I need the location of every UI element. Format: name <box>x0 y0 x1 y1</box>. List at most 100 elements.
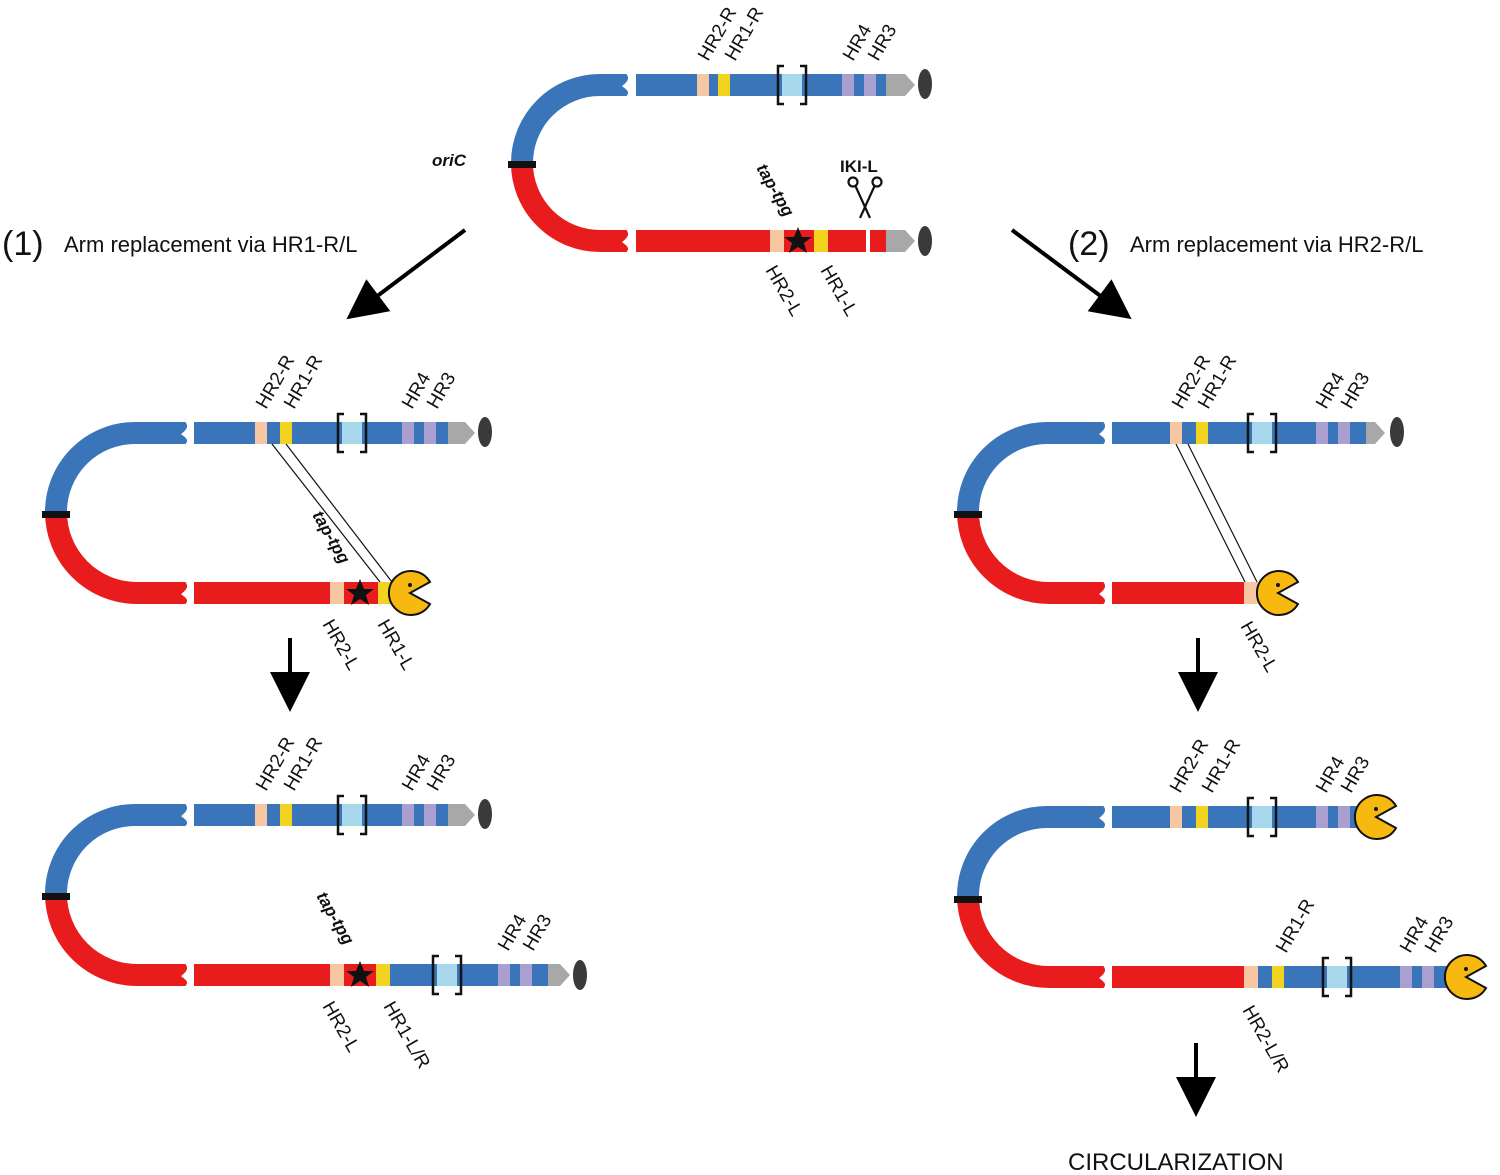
hr2l-band <box>330 964 344 986</box>
arrow-to-step1 <box>346 228 467 320</box>
hr3-band <box>424 422 436 444</box>
hr1lr-band <box>376 964 390 986</box>
bracket-right <box>455 954 463 996</box>
label-hr2l: HR2-L <box>761 262 807 320</box>
oric-marker <box>508 161 536 168</box>
crossover-line <box>271 443 381 583</box>
bracket-left <box>1246 412 1254 454</box>
step1-number: (1) <box>2 225 44 263</box>
step2-text: Arm replacement via HR2-R/L <box>1130 232 1423 257</box>
star-icon <box>346 579 374 605</box>
chromosome-top: oriC HR2-R HR1-R HR4 HR3 tap-tpg IKI-L <box>432 4 932 320</box>
telomere-cap <box>478 417 492 447</box>
label-hr2lr: HR2-L/R <box>1238 1002 1293 1077</box>
bracket-right <box>360 794 368 836</box>
arm-break <box>181 418 193 448</box>
circularization-label: CIRCULARIZATION <box>1068 1149 1284 1175</box>
hr2r-band <box>255 422 267 444</box>
marker-gene-box <box>342 422 362 444</box>
crossover-line <box>1175 443 1246 583</box>
arm-break <box>1099 418 1111 448</box>
label-iki-l: IKI-L <box>840 157 878 176</box>
pacman-eye <box>1374 807 1378 811</box>
label-hr3: HR3 <box>519 911 556 954</box>
hr1r-band <box>1196 422 1208 444</box>
upper-arm-curve <box>45 422 188 513</box>
marker-gene-box <box>782 74 802 96</box>
arm-break <box>181 960 193 990</box>
arm-break <box>1099 578 1111 608</box>
oric-marker <box>42 511 70 518</box>
hr3-band <box>1422 966 1434 988</box>
bracket-left <box>1321 956 1329 998</box>
lower-arm-curve <box>45 893 188 986</box>
arm-break <box>181 578 193 608</box>
hr2lr-band <box>1244 966 1258 988</box>
marker-gene-box <box>1327 966 1347 988</box>
hr2r-band <box>1170 806 1182 828</box>
scissors-icon <box>847 176 883 219</box>
bracket-left <box>776 64 784 106</box>
hr4-band <box>498 964 510 986</box>
bracket-left <box>336 412 344 454</box>
hr2l-band <box>1244 582 1258 604</box>
hr1r-band <box>718 74 730 96</box>
pacman-icon <box>1443 954 1488 1000</box>
chromosome-right-bottom: HR2-R HR1-R HR4 HR3 HR1-R HR4 HR3 HR2-L/… <box>954 736 1488 1077</box>
star-icon <box>346 961 374 987</box>
lower-arm <box>1112 582 1258 604</box>
lower-arm-curve <box>45 511 188 604</box>
gray-end <box>448 804 475 826</box>
marker-gene-box <box>342 804 362 826</box>
iki-site <box>866 230 870 252</box>
hr2r-band <box>697 74 709 96</box>
hr1r-band <box>1272 966 1284 988</box>
hr2l-band <box>330 582 344 604</box>
upper-arm-curve <box>45 804 188 895</box>
telomere-cap <box>918 226 932 256</box>
arm-break <box>622 226 634 256</box>
label-hr3: HR3 <box>423 369 460 412</box>
arm-break <box>1099 962 1111 992</box>
hr4-band <box>1316 422 1328 444</box>
chromosome-right-middle: HR2-R HR1-R HR4 HR3 HR2-L <box>954 352 1404 676</box>
label-hr2l: HR2-L <box>318 616 364 674</box>
label-tap-tpg: tap-tpg <box>753 161 799 221</box>
pacman-icon <box>1353 794 1398 840</box>
oric-marker <box>42 893 70 900</box>
arm-break <box>622 70 634 100</box>
label-tap-tpg: tap-tpg <box>309 508 355 568</box>
lower-arm-red <box>1112 966 1258 988</box>
oric-marker <box>954 896 982 903</box>
hr1l-band <box>814 230 828 252</box>
hr4-band <box>842 74 854 96</box>
pacman-eye <box>1464 967 1468 971</box>
gray-end <box>886 230 915 252</box>
pacman-icon <box>1255 570 1300 616</box>
arm-break <box>1099 802 1111 832</box>
chromosome-left-bottom: HR2-R HR1-R HR4 HR3 tap-tpg HR4 HR3 HR2-… <box>42 734 587 1073</box>
hr1r-band <box>280 422 292 444</box>
upper-arm-curve <box>957 422 1105 513</box>
label-hr1l: HR1-L <box>816 262 862 320</box>
label-hr3: HR3 <box>1421 913 1458 956</box>
gray-end <box>1366 422 1385 444</box>
hr1r-band <box>1196 806 1208 828</box>
gray-end <box>548 964 570 986</box>
crossover-line <box>285 443 393 583</box>
telomere-cap <box>1390 417 1404 447</box>
gray-end <box>448 422 475 444</box>
hr3-band <box>520 964 532 986</box>
step1-text: Arm replacement via HR1-R/L <box>64 232 357 257</box>
hr2r-band <box>255 804 267 826</box>
pacman-eye <box>408 583 412 587</box>
label-hr1lr: HR1-L/R <box>379 998 434 1073</box>
bracket-right <box>800 64 808 106</box>
label-hr2l: HR2-L <box>318 998 364 1056</box>
bracket-right <box>1345 956 1353 998</box>
top-upper-arm-curve <box>511 74 630 164</box>
telomere-cap <box>478 799 492 829</box>
hr3-band <box>1338 422 1350 444</box>
hr2r-band <box>1170 422 1182 444</box>
